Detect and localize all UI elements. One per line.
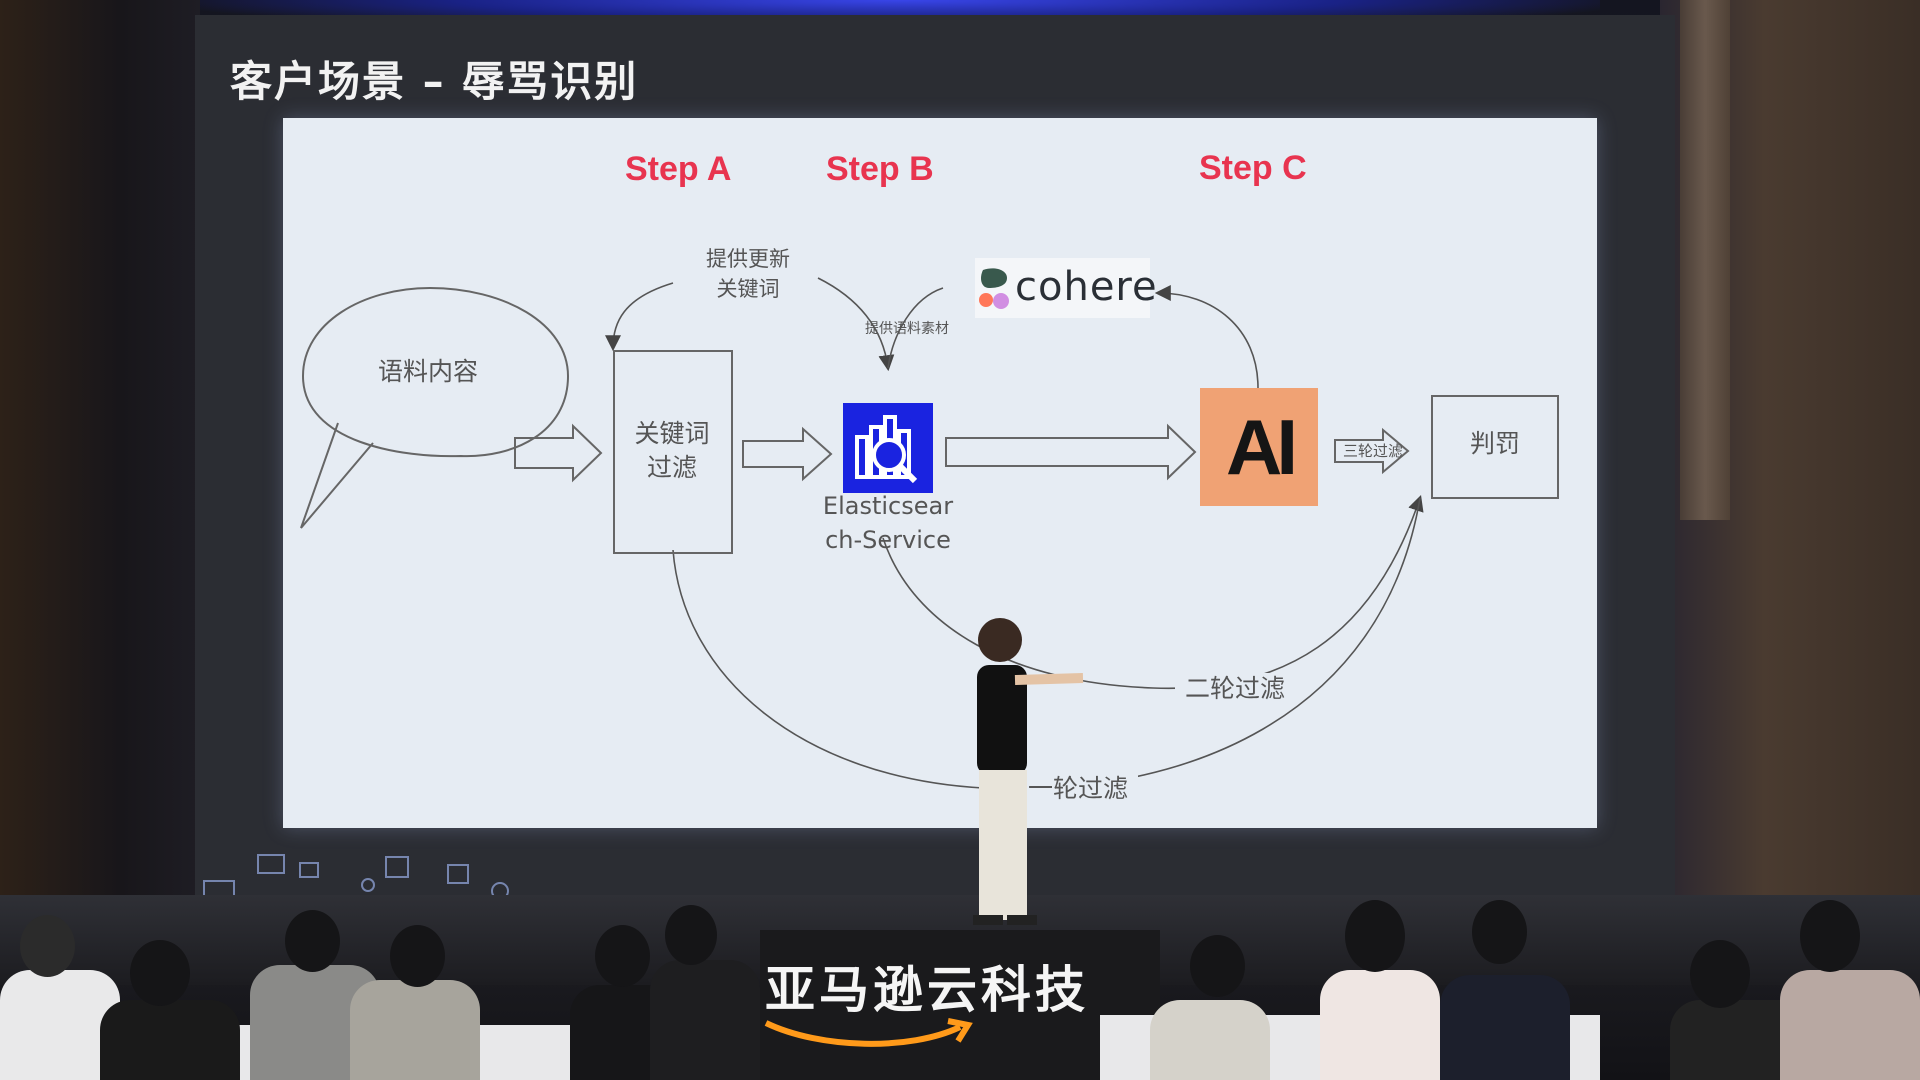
audience-member: [350, 980, 480, 1080]
left-wall: [0, 0, 200, 900]
step-b-label: Step B: [826, 150, 934, 188]
audience-head: [665, 905, 717, 965]
block-arrow-3: [945, 423, 1197, 481]
es-label-line-1: Elasticsear: [822, 492, 954, 520]
audience-member: [100, 1000, 240, 1080]
audience-member: [1320, 970, 1440, 1080]
audience-member: [1780, 970, 1920, 1080]
block-arrow-1: [514, 423, 603, 483]
audience-member: [650, 960, 760, 1080]
corpus-node-label: 语料内容: [377, 357, 478, 386]
audience-head: [1472, 900, 1527, 964]
cohere-logo: cohere: [975, 258, 1157, 318]
audience-head: [1190, 935, 1245, 997]
cohere-wordmark: cohere: [1015, 264, 1158, 310]
presentation-slide: Step A Step B Step C 语料内容 关键词 过滤 提供更新 关键…: [283, 118, 1597, 828]
first-filter-label: 一轮过滤: [1018, 773, 1138, 806]
slide-title: 客户场景 – 辱骂识别: [230, 57, 639, 106]
audience-head: [390, 925, 445, 987]
elasticsearch-service-label: Elasticsear ch-Service: [803, 490, 973, 557]
cohere-mark-icon: [979, 268, 1009, 309]
judge-box: [1431, 395, 1559, 499]
audience-head: [20, 915, 75, 977]
audience-member: [1150, 1000, 1270, 1080]
search-chart-icon: [855, 415, 918, 484]
audience-head: [595, 925, 650, 987]
block-arrow-4: [1334, 427, 1410, 475]
block-arrow-2: [742, 426, 833, 482]
es-label-line-2: ch-Service: [825, 525, 951, 554]
audience-head: [1800, 900, 1860, 972]
elasticsearch-service-icon: [843, 403, 933, 493]
step-c-label: Step C: [1199, 149, 1307, 187]
provide-keywords-label-2: 关键词: [716, 277, 780, 301]
anthropic-wordmark: AI: [1226, 402, 1298, 491]
audience-head: [1345, 900, 1405, 972]
stage-front-panel: [760, 930, 1160, 1080]
provide-keywords-label-1: 提供更新: [706, 247, 790, 271]
venue-brand-sign: 亚马逊云科技: [765, 961, 1089, 1019]
smile-arrow-icon: [764, 1018, 973, 1047]
audience-area: [0, 900, 1920, 1080]
speaker-figure: [973, 618, 1084, 925]
keyword-filter-label-2: 过滤: [646, 453, 697, 482]
judge-label: 判罚: [1469, 429, 1520, 458]
keyword-filter-label-1: 关键词: [634, 419, 710, 448]
provide-corpus-label: 提供语料素材: [865, 321, 949, 337]
second-filter-label: 二轮过滤: [1175, 673, 1295, 706]
audience-head: [285, 910, 340, 972]
audience-member: [1440, 975, 1570, 1080]
right-pillar: [1680, 0, 1730, 520]
step-a-label: Step A: [625, 150, 732, 188]
third-filter-label: 三轮过滤: [1343, 442, 1404, 460]
audience-head: [130, 940, 190, 1006]
keyword-filter-box: [613, 350, 733, 554]
audience-head: [1690, 940, 1750, 1008]
anthropic-logo: AI: [1200, 388, 1318, 506]
flow-diagram-lines: [300, 277, 1424, 790]
